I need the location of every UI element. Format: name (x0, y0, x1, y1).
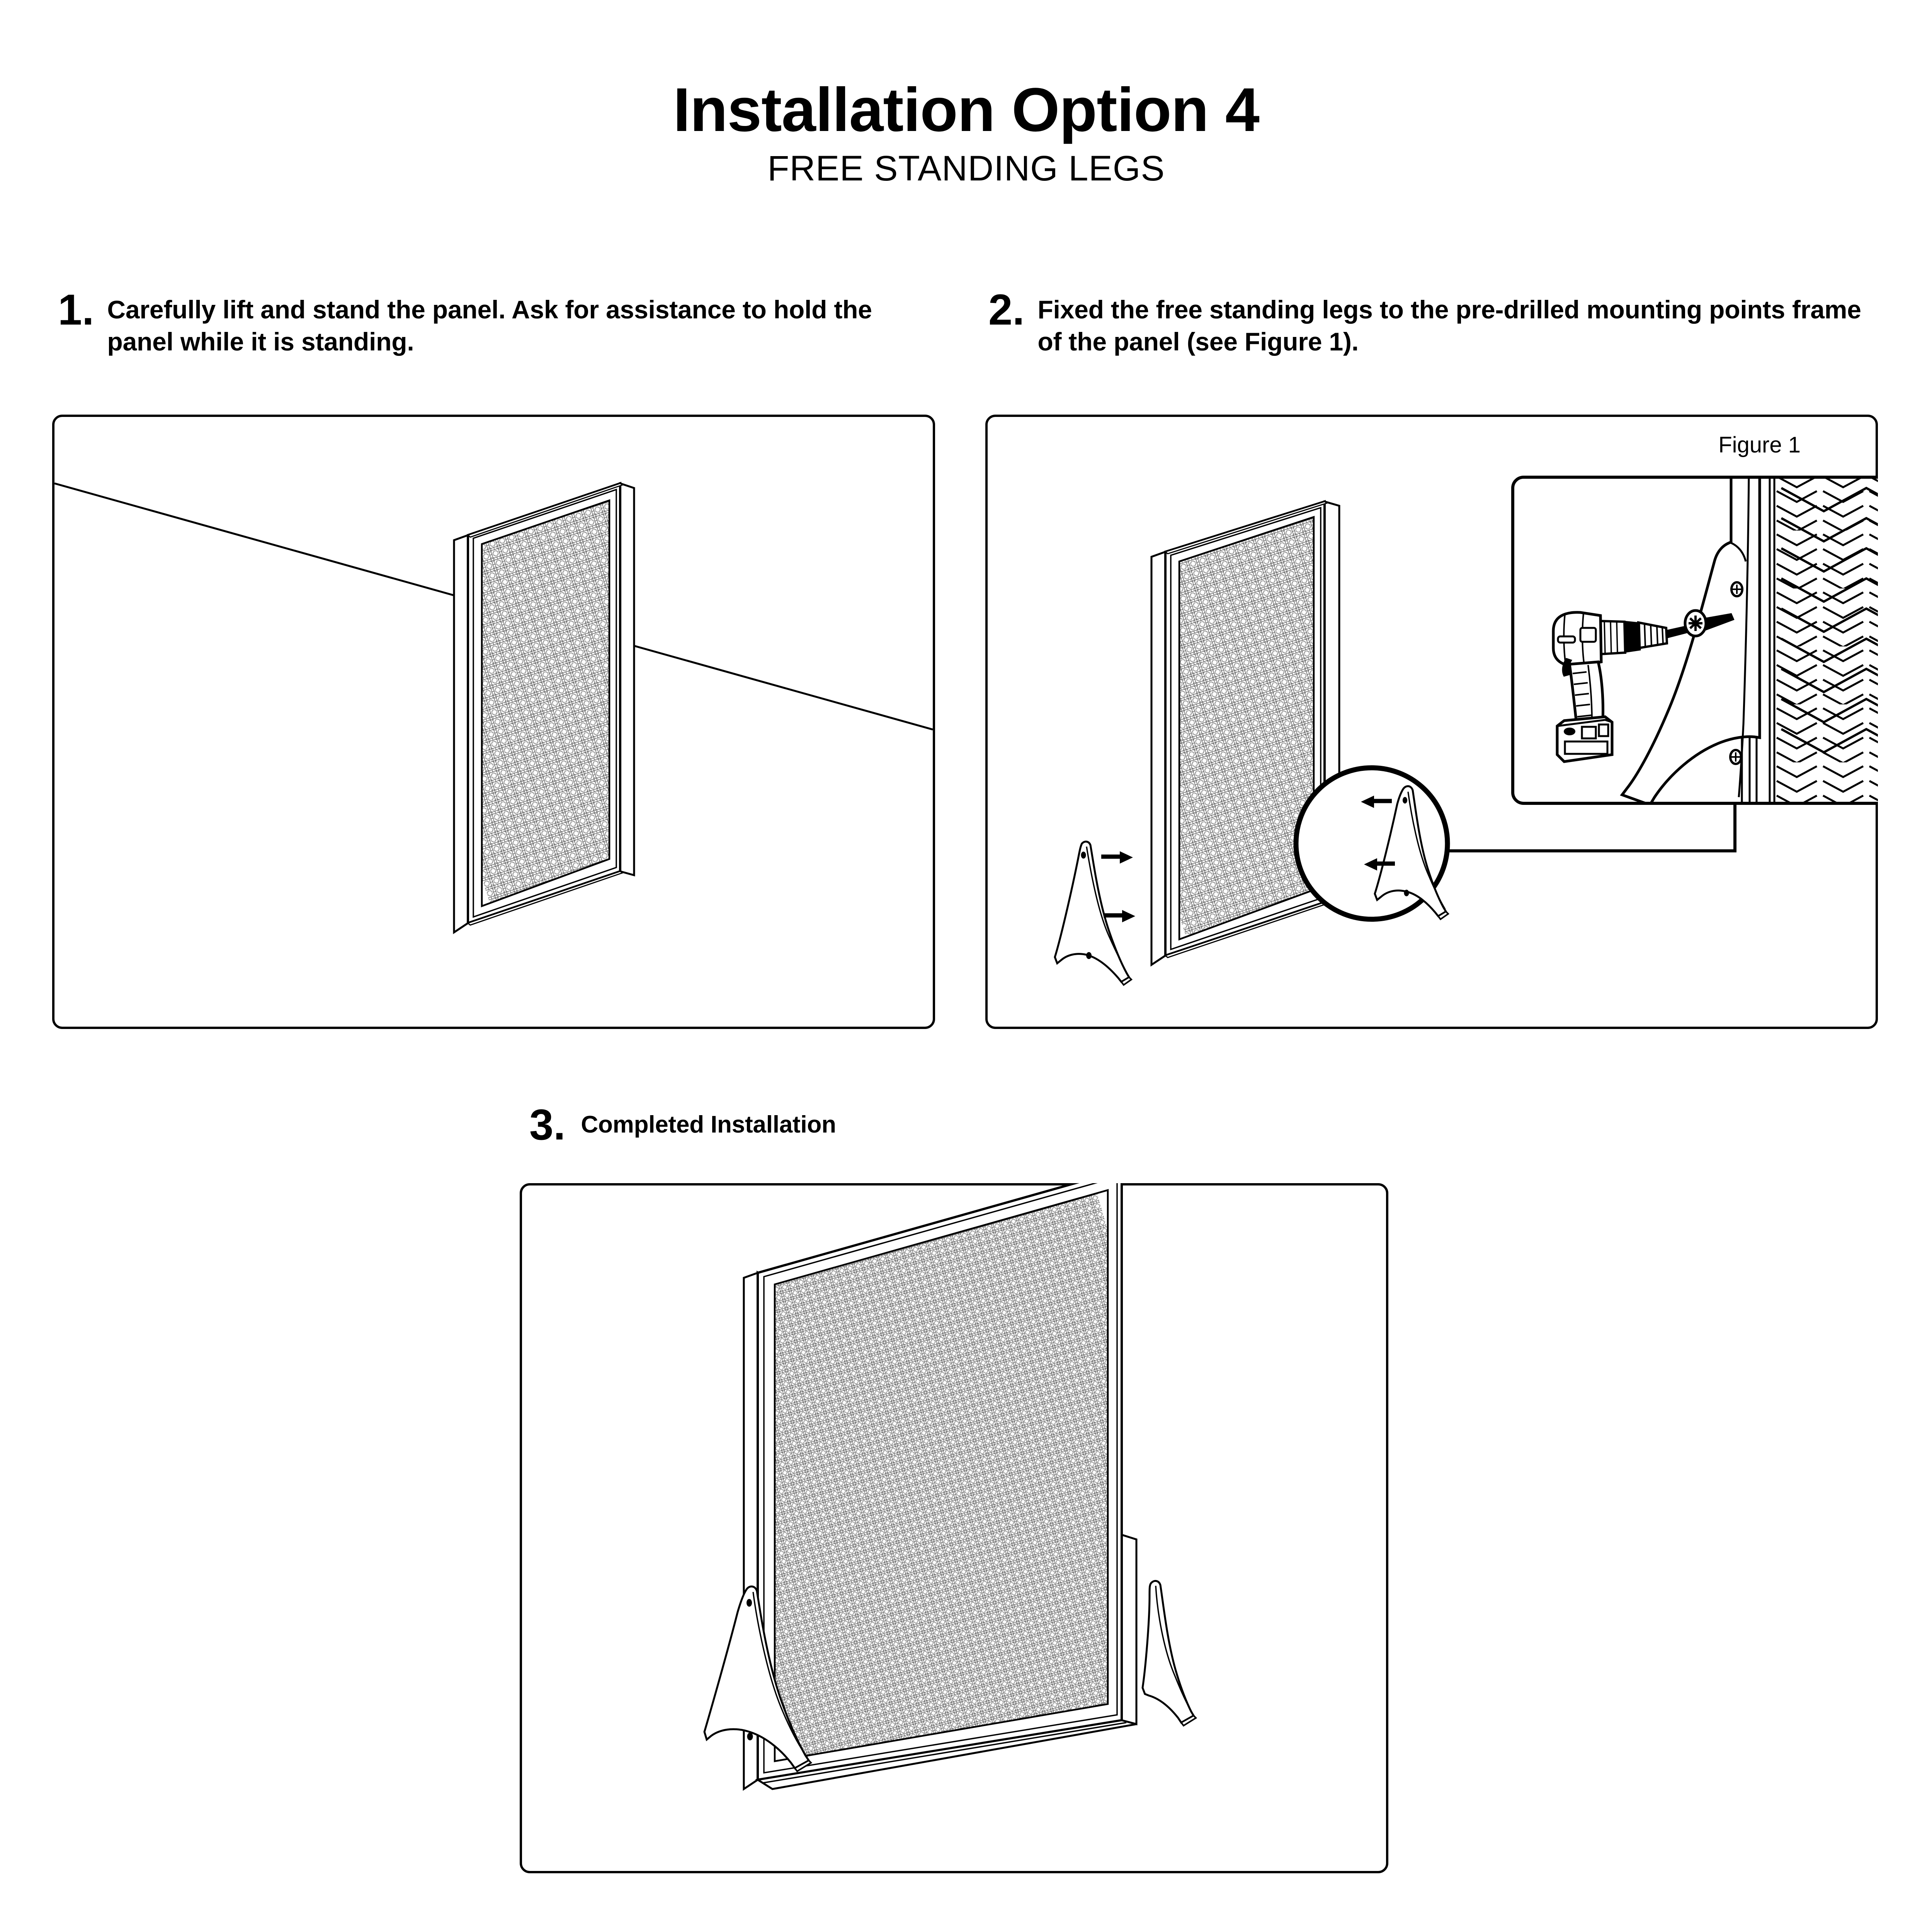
leg-inner-edge (1086, 846, 1128, 975)
leg-foot-tip (1120, 976, 1133, 986)
step-1-illustration (54, 481, 933, 934)
left-leg-inner-edge (752, 1592, 808, 1758)
panel-left-thickness (453, 534, 469, 934)
free-standing-leg-left (703, 1585, 813, 1772)
arrow-left-icon (1361, 796, 1392, 808)
drill-battery-label-b (1598, 723, 1609, 737)
arrow-right-icon (1101, 851, 1133, 864)
panel-bottom-rail-line (763, 1722, 1127, 1784)
step-1-text: Carefully lift and stand the panel. Ask … (107, 295, 872, 356)
free-standing-leg-right (1141, 1580, 1197, 1727)
completed-assembly (703, 1183, 1197, 1791)
panel-cane-weave (775, 1190, 1108, 1761)
drill-chuck-ridges (1644, 623, 1664, 647)
figure-1-upper-mounting-hole (1730, 581, 1743, 597)
left-leg-lower-hole (747, 1733, 753, 1740)
panel-cane-weave (482, 500, 609, 906)
left-leg-foot-tip (794, 1759, 813, 1772)
step-2-illustration-box (985, 415, 1878, 1029)
figure-1-leader-line (1447, 803, 1736, 852)
step-3-number: 3. (529, 1100, 566, 1149)
callout-leg-upper-hole (1403, 797, 1407, 804)
phillips-screw-icon (1684, 609, 1735, 638)
drill-battery-top-seam (1557, 719, 1612, 727)
panel-webbing-border (774, 1189, 1109, 1762)
right-leg-inner-edge (1155, 1585, 1193, 1713)
callout-leg-lower-hole (1404, 889, 1409, 896)
step-3-illustration-box (520, 1183, 1388, 1873)
drill-clutch-ridges (1604, 621, 1618, 655)
drill-battery-release (1564, 728, 1575, 735)
drill-handle-seam (1587, 665, 1593, 723)
page-title: Installation Option 4 (673, 75, 1260, 144)
figure-1-leg-inner-edge (1738, 479, 1750, 798)
drill-motor-housing (1552, 611, 1603, 668)
step-3-heading: 3. Completed Installation (529, 1103, 1070, 1146)
figure-1-lower-mounting-hole (1729, 749, 1742, 765)
drill-clutch-ring (1597, 619, 1627, 656)
step-2-text: Fixed the free standing legs to the pre-… (1037, 295, 1861, 356)
panel-top-cap (466, 483, 624, 538)
panel-assembly (453, 481, 635, 934)
figure-1-leg-body (1620, 479, 1761, 802)
panel-right-thickness (1121, 1533, 1138, 1726)
callout-leg-inner-edge (1407, 791, 1446, 910)
leg-body (1054, 840, 1131, 983)
step-2-heading: 2. Fixed the free standing legs to the p… (988, 288, 1889, 358)
figure-1-leg (1620, 479, 1761, 802)
callout-leg-body (1374, 785, 1447, 918)
drill-vent-slot (1557, 635, 1576, 644)
arrow-left-icon (1364, 858, 1395, 871)
page-header: Installation Option 4 FREE STANDING LEGS (0, 77, 1932, 188)
lattice-chevrons (1781, 486, 1878, 754)
left-leg-body (703, 1585, 810, 1770)
drill-grip-ribs (1572, 671, 1592, 718)
panel-frame-bevel (473, 488, 617, 918)
step-1-number: 1. (58, 286, 94, 334)
step-1-heading: 1. Carefully lift and stand the panel. A… (58, 288, 931, 358)
panel-lattice-border (1773, 479, 1878, 802)
step-3-illustration (703, 1183, 1197, 1791)
figure-1-panel-lattice (1741, 479, 1878, 802)
panel-left-thickness (1150, 550, 1167, 967)
callout-circle-icon (1293, 765, 1450, 922)
leg-upper-mounting-hole (1081, 852, 1086, 859)
step-1-illustration-box (52, 415, 935, 1029)
callout-leg-zoom (1361, 785, 1450, 920)
panel-bottom-cap (466, 871, 624, 926)
figure-1-leg-shoulder (1730, 542, 1747, 562)
assembly-arrows (1101, 851, 1135, 922)
left-leg-upper-hole (747, 1599, 752, 1607)
step-2-number: 2. (988, 286, 1025, 334)
drill-trigger (1562, 658, 1572, 677)
panel-top-cap (1164, 501, 1328, 554)
figure-1-label: Figure 1 (1718, 432, 1801, 457)
cordless-drill-icon (1552, 611, 1688, 763)
free-standing-leg-detached (1054, 840, 1133, 986)
panel-bottom-rail (755, 1719, 1137, 1790)
panel-webbing-border (481, 499, 611, 908)
right-leg-foot-tip (1180, 1714, 1197, 1727)
panel-assembly-step2 (1150, 500, 1340, 967)
step-2-illustration (1054, 476, 1878, 986)
drill-handle (1568, 660, 1604, 725)
drill-speed-selector (1579, 627, 1597, 643)
panel-lattice-field (1774, 479, 1878, 802)
page-subtitle: FREE STANDING LEGS (767, 149, 1165, 188)
panel-frame-bevel (763, 1183, 1118, 1774)
callout-leg-foot-tip (1437, 910, 1450, 920)
panel-right-thickness (619, 482, 635, 877)
arrow-right-icon (1104, 910, 1135, 922)
leg-lower-mounting-hole (1086, 952, 1092, 959)
drill-battery-label-a (1581, 726, 1597, 740)
step-3-text: Completed Installation (581, 1111, 836, 1138)
drill-battery-base (1564, 740, 1609, 755)
figure-1-inset (1511, 476, 1878, 805)
panel-cane-weave (1179, 517, 1314, 939)
